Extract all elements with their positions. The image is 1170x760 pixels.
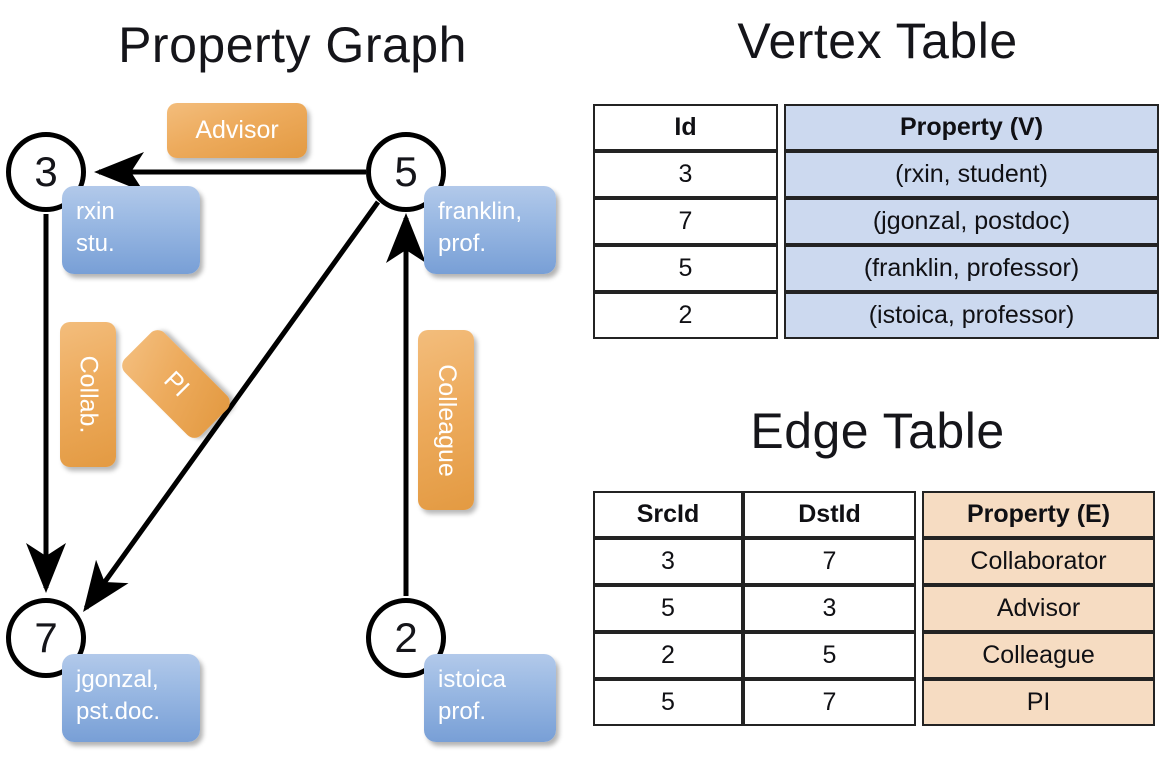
edge-table: SrcId DstId Property (E) 3 7 Collaborato…	[593, 491, 1155, 726]
table-row[interactable]: 5 7 PI	[593, 679, 1155, 726]
edge-label-advisor: Advisor	[167, 103, 307, 158]
property-graph-diagram: 3 5 7 2 rxin stu. franklin, prof. jgonza…	[6, 103, 556, 742]
edge-cell-dstid: 7	[743, 538, 916, 585]
table-row[interactable]: 3 7 Collaborator	[593, 538, 1155, 585]
edge-label-colleague: Colleague	[418, 330, 474, 510]
edge-cell-srcid: 2	[593, 632, 743, 679]
edge-table-header-property: Property (E)	[922, 491, 1155, 538]
graph-node-2-label: 2	[394, 614, 418, 661]
edge-cell-srcid: 3	[593, 538, 743, 585]
table-row[interactable]: 7 (jgonzal, postdoc)	[593, 198, 1159, 245]
edge-table-header-dstid: DstId	[743, 491, 916, 538]
edge-cell-property: PI	[922, 679, 1155, 726]
page-title-vertex-table: Vertex Table	[737, 13, 1018, 69]
edge-cell-dstid: 3	[743, 585, 916, 632]
vertex-table-column-gap	[778, 151, 784, 198]
edge-label-advisor-text: Advisor	[195, 116, 279, 144]
vertex-table-column-gap	[778, 292, 784, 339]
vertex-cell-property: (jgonzal, postdoc)	[784, 198, 1159, 245]
edge-cell-srcid: 5	[593, 585, 743, 632]
edge-cell-dstid: 7	[743, 679, 916, 726]
graph-node-5[interactable]: 5	[366, 132, 446, 212]
vertex-cell-id: 2	[593, 292, 778, 339]
node-property-box-jgonzal: jgonzal, pst.doc.	[62, 654, 200, 742]
edge-table-header-srcid: SrcId	[593, 491, 743, 538]
node-property-box-istoica: istoica prof.	[424, 654, 556, 742]
edge-table-column-gap	[916, 538, 922, 585]
table-row[interactable]: 5 (franklin, professor)	[593, 245, 1159, 292]
vertex-table-column-gap	[778, 104, 784, 151]
node-property-rxin-line2: stu.	[76, 229, 115, 257]
node-property-rxin-line1: rxin	[76, 198, 115, 225]
node-property-istoica-line2: prof.	[438, 697, 487, 725]
edge-table-column-gap	[916, 585, 922, 632]
vertex-table: Id Property (V) 3 (rxin, student) 7 (jgo…	[593, 104, 1159, 339]
vertex-cell-property: (istoica, professor)	[784, 292, 1159, 339]
vertex-table-header-id: Id	[593, 104, 778, 151]
edge-label-pi-text: PI	[158, 365, 195, 402]
node-property-istoica-line1: istoica	[438, 666, 507, 693]
vertex-table-column-gap	[778, 245, 784, 292]
graph-edges-svg	[26, 152, 426, 613]
page-title-property-graph: Property Graph	[118, 17, 467, 73]
vertex-cell-id: 7	[593, 198, 778, 245]
graph-node-2[interactable]: 2	[366, 598, 446, 678]
node-property-jgonzal-line1: jgonzal,	[76, 666, 159, 693]
edge-cell-property: Colleague	[922, 632, 1155, 679]
vertex-table-header-property: Property (V)	[784, 104, 1159, 151]
edge-cell-property: Advisor	[922, 585, 1155, 632]
table-row[interactable]: 2 (istoica, professor)	[593, 292, 1159, 339]
edge-table-header-row: SrcId DstId Property (E)	[593, 491, 1155, 538]
node-property-box-rxin: rxin stu.	[62, 186, 200, 274]
vertex-cell-id: 5	[593, 245, 778, 292]
vertex-cell-id: 3	[593, 151, 778, 198]
table-row[interactable]: 2 5 Colleague	[593, 632, 1155, 679]
vertex-cell-property: (rxin, student)	[784, 151, 1159, 198]
node-property-franklin-line2: prof.	[438, 229, 487, 257]
edge-table-column-gap	[916, 679, 922, 726]
vertex-table-column-gap	[778, 198, 784, 245]
node-property-box-franklin: franklin, prof.	[424, 186, 556, 274]
edge-5-to-7	[83, 200, 381, 613]
edge-label-colleague-text: Colleague	[432, 363, 461, 477]
node-property-jgonzal-line2: pst.doc.	[76, 697, 161, 725]
edge-cell-srcid: 5	[593, 679, 743, 726]
page-title-edge-table: Edge Table	[750, 403, 1005, 459]
edge-label-collab-text: Collab.	[74, 355, 103, 434]
graph-node-7-label: 7	[34, 614, 58, 661]
vertex-table-header-row: Id Property (V)	[593, 104, 1159, 151]
graph-node-3-label: 3	[34, 148, 58, 195]
graph-node-5-label: 5	[394, 148, 418, 195]
table-row[interactable]: 3 (rxin, student)	[593, 151, 1159, 198]
edge-cell-dstid: 5	[743, 632, 916, 679]
vertex-cell-property: (franklin, professor)	[784, 245, 1159, 292]
edge-table-column-gap	[916, 491, 922, 538]
edge-label-collab: Collab.	[60, 322, 116, 467]
edge-cell-property: Collaborator	[922, 538, 1155, 585]
edge-table-column-gap	[916, 632, 922, 679]
table-row[interactable]: 5 3 Advisor	[593, 585, 1155, 632]
node-property-franklin-line1: franklin,	[438, 198, 523, 225]
